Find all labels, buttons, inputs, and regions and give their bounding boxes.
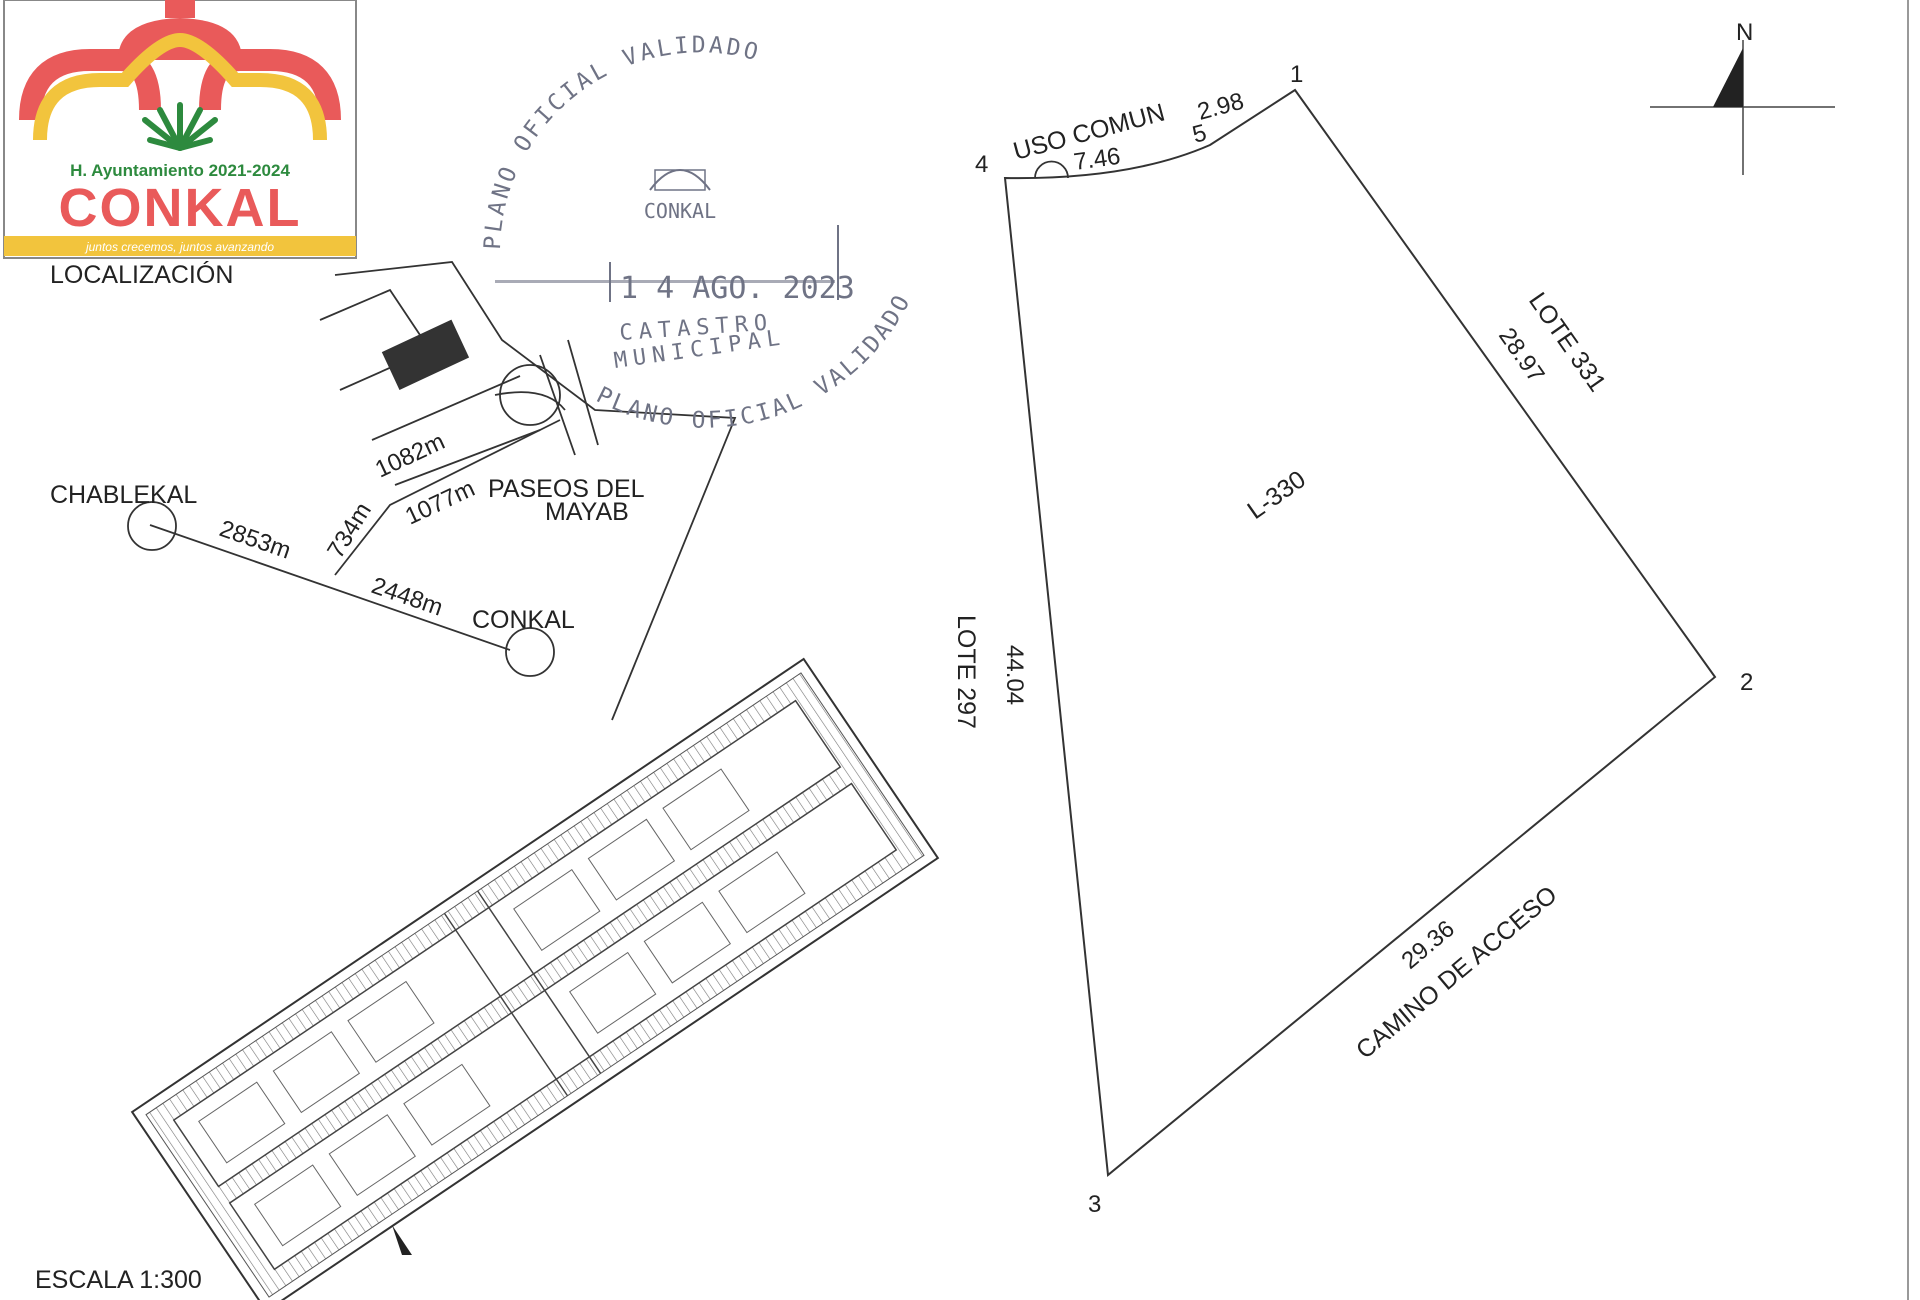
place-conkal: CONKAL [472, 606, 575, 634]
north-arrow-icon [1650, 40, 1835, 175]
north-label: N [1736, 19, 1753, 46]
place-chablekal: CHABLEKAL [50, 481, 197, 509]
logo-slogan: juntos crecemos, juntos avanzando [84, 240, 274, 254]
lot-297-label: LOTE 297 [952, 615, 980, 729]
subdivision-plan [130, 657, 940, 1300]
location-map [127, 261, 737, 721]
lot-id: L-330 [1242, 465, 1310, 525]
agave-icon [142, 102, 218, 151]
distance-734: 734m [322, 498, 377, 563]
distance-1077: 1077m [401, 475, 479, 530]
access-road-label: CAMINO DE ACCESO [1351, 881, 1563, 1065]
stamp-inner-logo: CONKAL [644, 199, 716, 223]
lot-polygon [1003, 88, 1717, 1177]
logo-administration: H. Ayuntamiento 2021-2024 [70, 161, 290, 180]
vertex-2: 2 [1740, 669, 1753, 696]
vertex-4: 4 [975, 151, 988, 178]
vertex-3: 3 [1088, 1191, 1101, 1218]
development-name-line1: PASEOS DEL [488, 475, 645, 503]
scale-label: ESCALA 1:300 [35, 1266, 202, 1294]
development-name-line2: MAYAB [545, 498, 629, 526]
lot-297-length: 44.04 [1001, 645, 1028, 705]
svg-text:PLANO OFICIAL VALIDADO: PLANO OFICIAL VALIDADO [480, 32, 764, 250]
municipal-logo: H. Ayuntamiento 2021-2024 CONKAL juntos … [3, 0, 357, 259]
arc-length-label: 7.46 [1072, 143, 1122, 176]
stamp-date: 1 4 AGO. 2023 [620, 271, 855, 306]
distance-chablekal: 2853m [216, 515, 294, 564]
stamp-text-top: PLANO OFICIAL VALIDADO [480, 32, 761, 250]
chablekal-marker [127, 501, 177, 551]
vertex-1: 1 [1290, 61, 1303, 88]
logo-municipality-name: CONKAL [59, 178, 302, 238]
conkal-marker [505, 627, 555, 677]
location-title: LOCALIZACIÓN [50, 260, 233, 289]
